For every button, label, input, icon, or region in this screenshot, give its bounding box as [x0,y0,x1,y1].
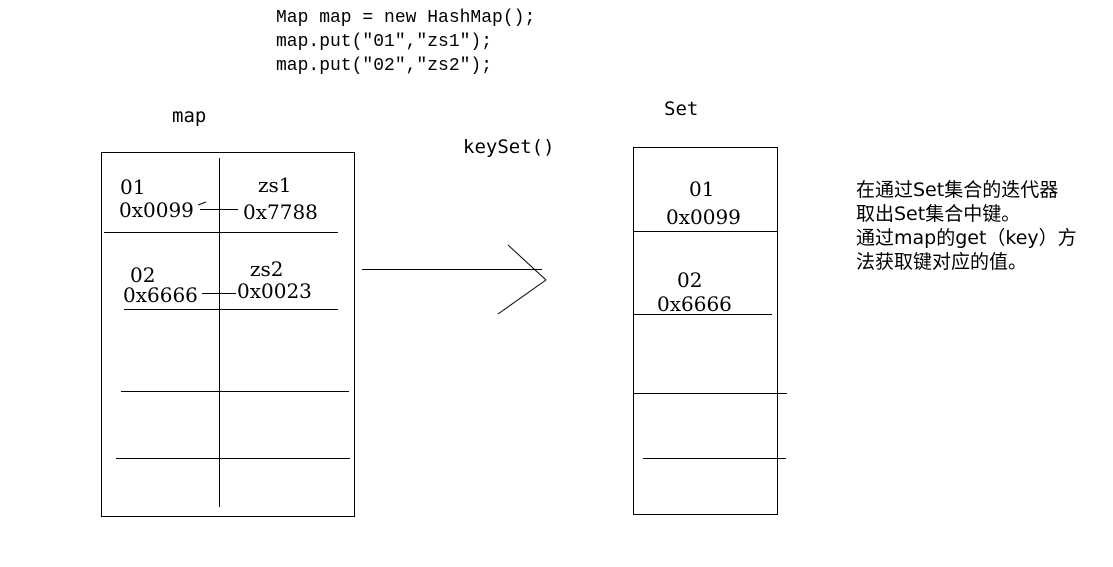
map-key-address: 0x0099 [119,198,194,222]
explanation-note: 在通过Set集合的迭代器 取出Set集合中键。 通过map的get（key）方 … [856,178,1077,274]
map-value: zs2 [250,257,284,281]
set-key-address: 0x6666 [657,292,732,316]
code-line: map.put("02","zs2"); [276,56,493,76]
map-key: 01 [120,175,146,199]
map-value: zs1 [258,173,292,197]
map-box [101,152,355,517]
map-value-address: 0x0023 [237,279,312,303]
set-key: 02 [677,268,703,292]
code-line: map.put("01","zs1"); [276,32,493,52]
code-line: Map map = new HashMap(); [276,8,536,28]
set-box [633,147,778,515]
note-line: 通过map的get（key）方 [856,227,1077,249]
arrow-head-upper [507,244,547,281]
arrow-head-lower [497,279,547,315]
map-title: map [172,105,207,127]
code-snippet: Map map = new HashMap(); map.put("01","z… [276,6,535,78]
note-line: 取出Set集合中键。 [856,203,1021,225]
set-title: Set [664,98,699,120]
keyset-label: keySet() [463,136,555,158]
map-key: 02 [130,263,156,287]
map-key-address: 0x6666 [123,283,198,307]
set-key: 01 [689,177,715,201]
note-line: 法获取键对应的值。 [856,251,1028,273]
set-key-address: 0x0099 [666,205,741,229]
map-entry-connector-tick [197,201,207,206]
note-line: 在通过Set集合的迭代器 [856,179,1059,201]
map-value-address: 0x7788 [243,200,318,224]
